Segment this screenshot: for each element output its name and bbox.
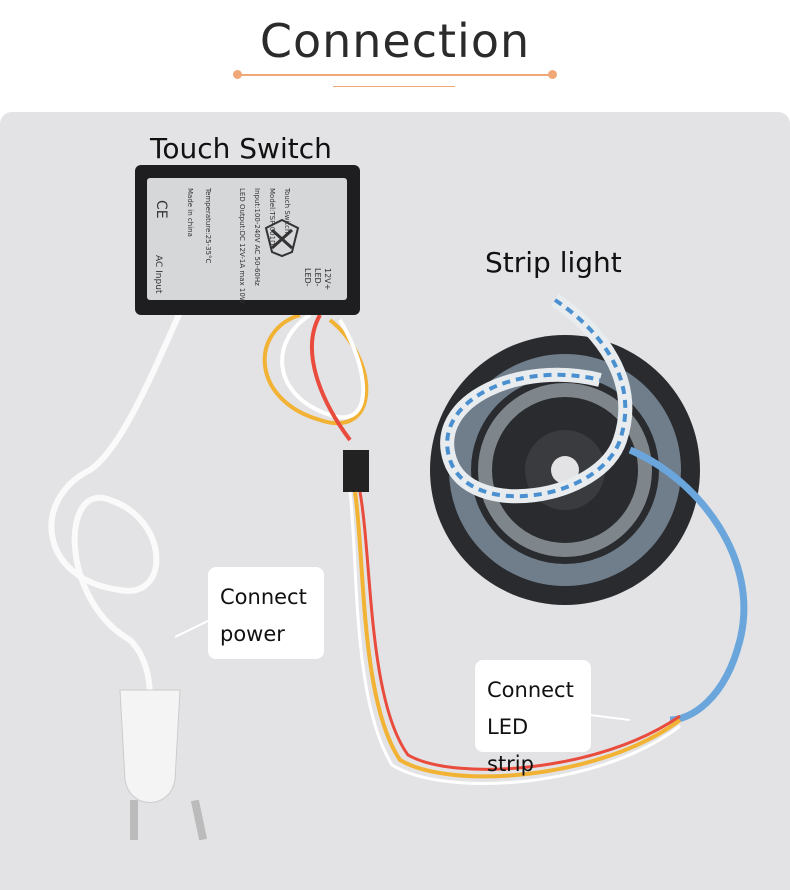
- device-label-line: LED Output:DC 12V-1A max 10W: [238, 188, 246, 304]
- callout-line: LED strip: [487, 715, 534, 776]
- device-label-line: Model:TSP-001D: [268, 188, 276, 246]
- underline-dot-left: [233, 70, 242, 79]
- touch-switch-label: Touch Switch: [150, 132, 332, 165]
- underline-dot-right: [548, 70, 557, 79]
- connect-power-callout: Connect power: [208, 567, 324, 659]
- product-photo: [0, 112, 790, 890]
- connector: [343, 450, 369, 492]
- terminal-label: LED-: [303, 268, 312, 287]
- wire-loop: [262, 313, 369, 425]
- ac-input-label: AC Input: [153, 255, 163, 294]
- wire-to-strip: [353, 491, 682, 779]
- connection-illustration: [48, 165, 748, 841]
- shield-logo-icon: [264, 218, 300, 258]
- power-cable: [48, 310, 183, 701]
- terminal-label: LED-: [313, 268, 322, 287]
- plug: [119, 689, 181, 803]
- connect-led-callout: Connect LED strip: [475, 660, 591, 776]
- callout-line: Connect: [220, 585, 307, 609]
- device-label-line: Temperature:25-35°C: [204, 188, 212, 264]
- device-label: [147, 178, 347, 300]
- device-label-line: Made in china: [186, 188, 194, 237]
- terminal-label: 12V+: [323, 268, 332, 291]
- callout-line: Connect: [487, 678, 574, 702]
- title-underline-short: [333, 86, 455, 87]
- ce-mark: CE: [153, 200, 169, 219]
- callout-line: power: [220, 622, 285, 646]
- title-underline: [237, 74, 553, 76]
- strip-light-label: Strip light: [485, 246, 622, 279]
- device-label-line: Input:100-240V AC 50-60Hz: [253, 188, 261, 286]
- page-title: Connection: [259, 14, 531, 68]
- device-label-line: Touch Switch: [283, 188, 291, 234]
